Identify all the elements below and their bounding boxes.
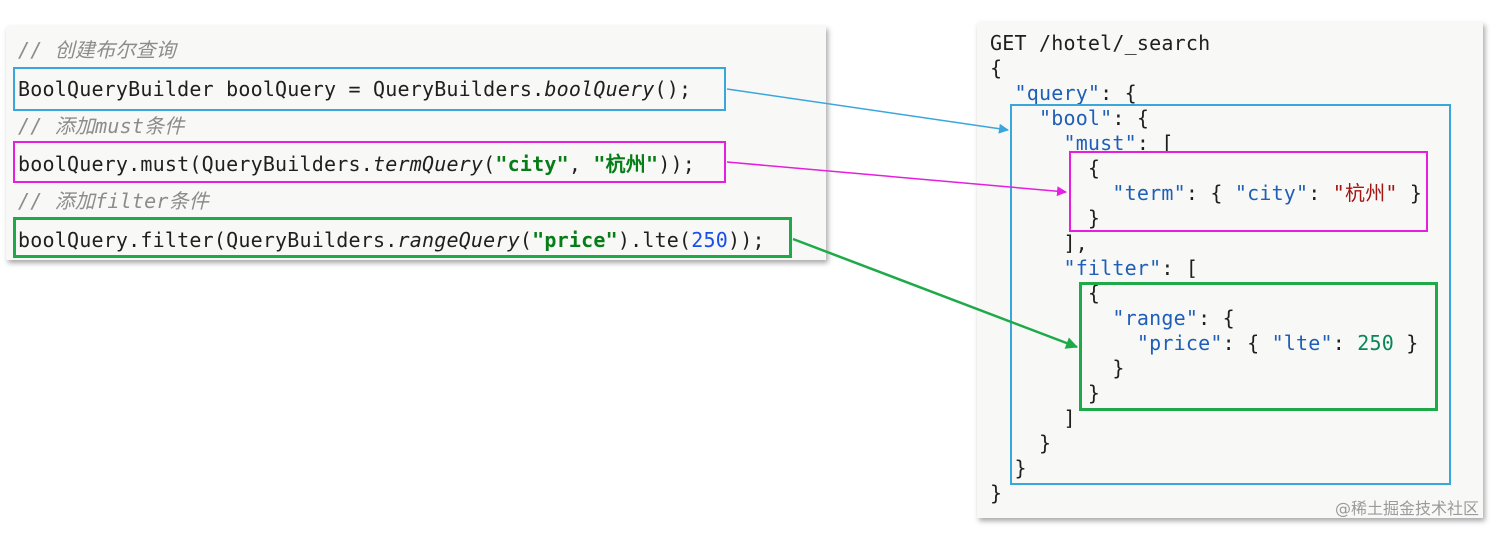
dsl-request-line: GET /hotel/_search xyxy=(990,31,1211,55)
dsl-bool-line: "bool": { xyxy=(1038,106,1150,130)
comment-add-filter: // 添加filter条件 xyxy=(18,189,209,213)
watermark: @稀土掘金技术社区 xyxy=(1335,499,1480,518)
filter-arrow xyxy=(792,237,1078,349)
comment-create-bool-query: // 创建布尔查询 xyxy=(18,38,176,62)
dsl-line: } xyxy=(990,356,1125,380)
dsl-query-line: "query": { xyxy=(1014,81,1137,105)
dsl-price-line: "price": { "lte": 250 } xyxy=(1136,331,1419,355)
must-arrow xyxy=(726,161,1067,197)
bool-query-arrow xyxy=(726,88,1009,134)
filter-highlight-box xyxy=(13,217,792,258)
java-code-panel xyxy=(6,26,826,260)
must-highlight-box xyxy=(13,141,726,183)
dsl-line: ], xyxy=(990,231,1088,255)
dsl-term-line: "term": { "city": "杭州" } xyxy=(1112,181,1423,205)
dsl-range-line: "range": { xyxy=(1112,306,1235,330)
java-line-filter: boolQuery.filter(QueryBuilders.rangeQuer… xyxy=(18,228,765,252)
dsl-line: } xyxy=(990,481,1003,505)
dsl-line: ] xyxy=(990,406,1076,430)
dsl-line: { xyxy=(990,156,1101,180)
comment-add-must: // 添加must条件 xyxy=(18,114,185,138)
dsl-line: } xyxy=(990,381,1101,405)
dsl-filter-line: "filter": [ xyxy=(1063,256,1199,280)
dsl-line: } xyxy=(990,206,1101,230)
dsl-line: } xyxy=(990,456,1027,480)
java-line-bool-query: BoolQueryBuilder boolQuery = QueryBuilde… xyxy=(18,77,692,101)
bool-query-highlight-box xyxy=(13,67,726,111)
java-line-must: boolQuery.must(QueryBuilders.termQuery("… xyxy=(18,152,695,176)
bool-block-highlight-box xyxy=(1010,104,1451,485)
range-block-highlight-box xyxy=(1079,282,1438,411)
dsl-line: { xyxy=(990,56,1003,80)
dsl-line: } xyxy=(990,431,1052,455)
term-block-highlight-box xyxy=(1069,151,1428,232)
dsl-line: { xyxy=(990,281,1101,305)
